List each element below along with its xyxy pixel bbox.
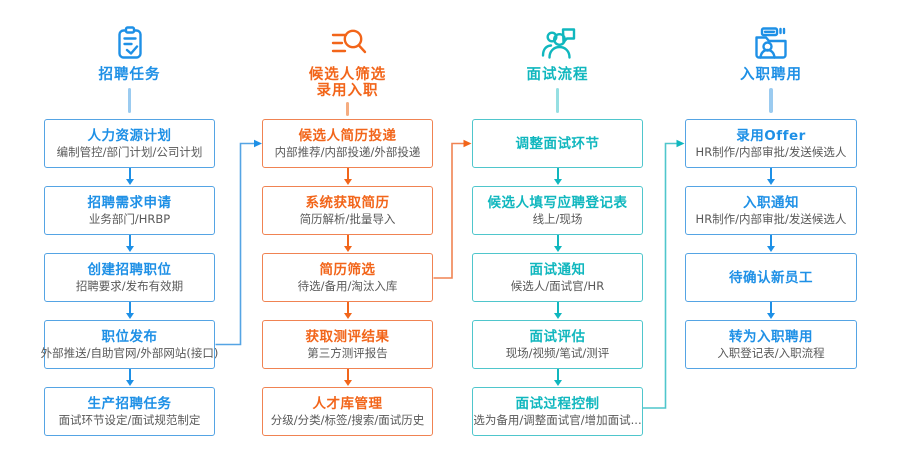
column-title-recruiting-tasks: 招聘任务: [98, 67, 161, 83]
flow-box-generate-task: 生产招聘任务 面试环节设定/面试规范制定: [44, 387, 215, 436]
flow-box-offer: 录用Offer HR制作/内部审批/发送候选人: [685, 119, 857, 168]
column-header-onboarding: 入职聘用: [685, 24, 857, 113]
down-arrow: [125, 369, 134, 386]
down-arrow: [553, 369, 562, 386]
column-header-recruiting-tasks: 招聘任务: [44, 24, 215, 113]
down-arrow: [553, 168, 562, 185]
down-arrow: [343, 369, 352, 386]
list-search-icon: [328, 24, 368, 64]
column-title-onboarding: 入职聘用: [740, 67, 802, 83]
flow-box-assessment-result: 获取测评结果 第三方测评报告: [262, 320, 433, 369]
down-arrow: [125, 168, 134, 185]
flow-box-interview-control: 面试过程控制 选为备用/调整面试官/增加面试...: [472, 387, 643, 436]
header-connector-stub: [555, 87, 560, 113]
column-title-interview-process: 面试流程: [526, 67, 589, 83]
down-arrow: [343, 302, 352, 319]
folder-person-icon: [751, 24, 791, 64]
flow-box-create-position: 创建招聘职位 招聘要求/发布有效期: [44, 253, 215, 302]
down-arrow: [553, 302, 562, 319]
people-chat-icon: [538, 24, 578, 64]
column-header-interview-process: 面试流程: [472, 24, 643, 113]
down-arrow: [767, 302, 775, 319]
connector-resume-screening-to-adjust-interview: [433, 139, 472, 279]
flow-box-demand-request: 招聘需求申请 业务部门/HRBP: [44, 186, 215, 235]
down-arrow: [767, 235, 775, 252]
flow-box-position-publish: 职位发布 外部推送/自助官网/外部网站(接口): [41, 320, 218, 369]
flow-box-interview-evaluation: 面试评估 现场/视频/笔试/测评: [472, 320, 643, 369]
column-header-candidate-screening: 候选人筛选 录用入职: [262, 24, 433, 116]
down-arrow: [767, 168, 775, 185]
flow-box-pending-employee: 待确认新员工: [685, 253, 857, 302]
flow-box-hr-plan: 人力资源计划 编制管控/部门计划/公司计划: [44, 119, 215, 168]
down-arrow: [125, 302, 134, 319]
down-arrow: [553, 235, 562, 252]
header-connector-stub: [345, 102, 350, 116]
down-arrow: [343, 168, 352, 185]
header-connector-stub: [127, 87, 132, 113]
flow-box-resume-screening: 简历筛选 待选/备用/淘汰入库: [262, 253, 433, 302]
flow-box-resume-delivery: 候选人简历投递 内部推荐/内部投递/外部投递: [262, 119, 433, 168]
down-arrow: [125, 235, 134, 252]
flow-box-resume-acquire: 系统获取简历 简历解析/批量导入: [262, 186, 433, 235]
flow-box-talent-pool: 人才库管理 分级/分类/标签/搜索/面试历史: [262, 387, 433, 436]
flow-box-registration-form: 候选人填写应聘登记表 线上/现场: [472, 186, 643, 235]
column-title-candidate-screening: 候选人筛选 录用入职: [308, 67, 387, 99]
header-connector-stub: [769, 87, 773, 113]
flow-box-onboard-notice: 入职通知 HR制作/内部审批/发送候选人: [685, 186, 857, 235]
flow-box-adjust-interview: 调整面试环节: [472, 119, 643, 168]
flow-box-interview-notice: 面试通知 候选人/面试官/HR: [472, 253, 643, 302]
down-arrow: [343, 235, 352, 252]
connector-position-publish-to-resume-delivery: [215, 139, 262, 346]
connector-interview-control-to-offer: [642, 139, 685, 409]
flow-box-convert-onboarding: 转为入职聘用 入职登记表/入职流程: [685, 320, 857, 369]
clipboard-check-icon: [110, 24, 150, 64]
